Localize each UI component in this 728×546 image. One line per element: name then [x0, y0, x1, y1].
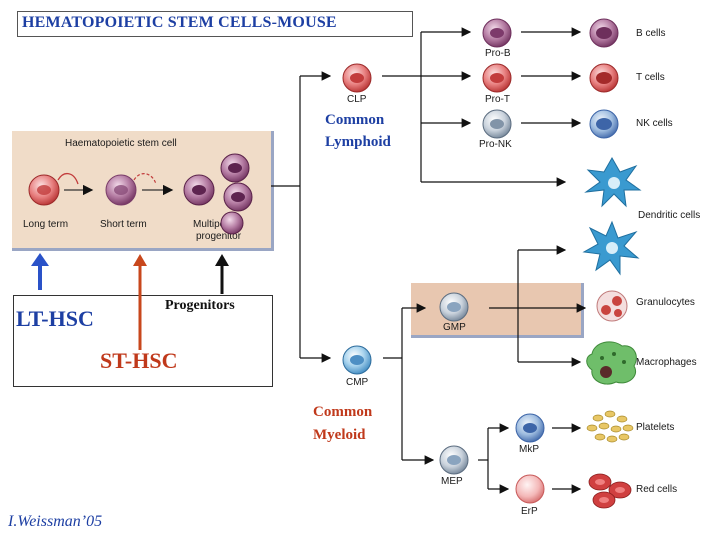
mkp-cell [515, 413, 545, 443]
granulocytes-label: Granulocytes [636, 297, 695, 308]
title-box [17, 11, 413, 37]
erp-label: ErP [521, 506, 538, 517]
red-cells-label: Red cells [636, 484, 678, 495]
gmp-cell [439, 292, 469, 322]
clp-label: CLP [347, 94, 367, 105]
st-hsc-label: ST-HSC [100, 348, 178, 373]
dendritic-cell-2 [582, 220, 640, 276]
common-lymphoid-line1: Common [325, 112, 385, 128]
dendritic-cell-1 [584, 156, 642, 208]
mep-label: MEP [441, 476, 463, 487]
short-term-label: Short term [100, 219, 147, 230]
inset-title: Haematopoietic stem cell [65, 138, 177, 149]
erp-cell [515, 474, 545, 504]
long-term-label: Long term [23, 219, 69, 230]
cmp-label: CMP [346, 377, 369, 388]
t-cell [589, 63, 619, 93]
hsc-arrows [31, 253, 229, 350]
gmp-label: GMP [443, 322, 466, 333]
platelets [586, 410, 634, 443]
progenitors-label: Progenitors [165, 298, 235, 313]
mkp-label: MkP [519, 444, 539, 455]
red-cells [588, 473, 632, 509]
pro-nk-label: Pro-NK [479, 139, 512, 150]
mep-cell [439, 445, 469, 475]
dendritic-label: Dendritic cells [638, 210, 701, 221]
pro-nk-cell [482, 109, 512, 139]
diagram-title: HEMATOPOIETIC STEM CELLS-MOUSE [22, 14, 337, 31]
pro-b-cell [482, 18, 512, 48]
b-cells-label: B cells [636, 28, 666, 39]
inset-cells [28, 153, 253, 235]
b-cell [589, 18, 619, 48]
progenitor-label: progenitor [196, 231, 242, 242]
nk-cells-label: NK cells [636, 118, 673, 129]
common-myeloid-line2: Myeloid [313, 427, 366, 443]
pro-b-label: Pro-B [485, 48, 511, 59]
cmp-cell [342, 345, 372, 375]
gmp-highlight [411, 283, 584, 338]
multipotent-label: Multipotent [193, 219, 242, 230]
t-cells-label: T cells [636, 72, 665, 83]
granulocyte-cell [596, 290, 628, 322]
macrophages-label: Macrophages [636, 357, 697, 368]
hsc-box [13, 295, 273, 387]
lt-hsc-label: LT-HSC [16, 306, 94, 331]
nk-cell [589, 109, 619, 139]
platelets-label: Platelets [636, 422, 675, 433]
common-myeloid-line1: Common [313, 404, 373, 420]
pro-t-label: Pro-T [485, 94, 510, 105]
pro-t-cell [482, 63, 512, 93]
credit-label: I.Weissman’05 [8, 513, 103, 530]
macrophage-cell [586, 341, 637, 385]
common-lymphoid-line2: Lymphoid [325, 134, 391, 150]
clp-cell [342, 63, 372, 93]
